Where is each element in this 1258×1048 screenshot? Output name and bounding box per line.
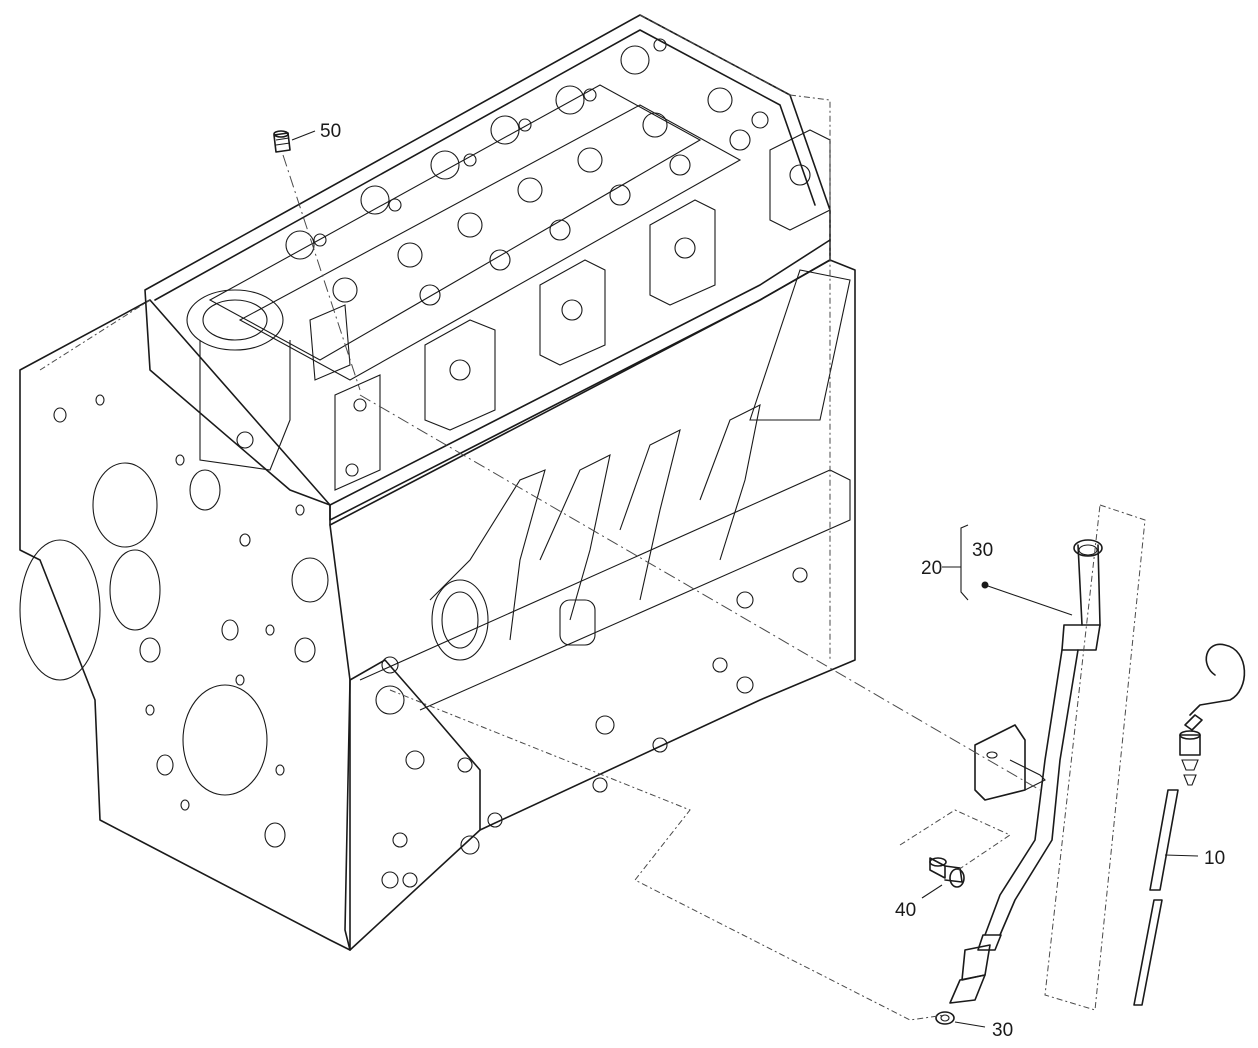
part-30-washer	[935, 1011, 955, 1025]
callout-30-group: 30	[972, 540, 993, 561]
part-50-plug	[273, 130, 291, 153]
part-10-dipstick	[1133, 643, 1246, 1006]
part-40-bolt	[929, 857, 965, 888]
assembly-lines	[39, 14, 1146, 1021]
callout-10: 10	[1204, 848, 1225, 869]
callout-30-bottom: 30	[992, 1020, 1013, 1041]
engine-block	[19, 14, 856, 951]
part-20-dipstick-tube	[949, 539, 1103, 1004]
callout-20: 20	[921, 558, 942, 579]
callout-40: 40	[895, 900, 916, 921]
leader-lines	[291, 130, 1199, 1028]
callout-50: 50	[320, 121, 341, 142]
